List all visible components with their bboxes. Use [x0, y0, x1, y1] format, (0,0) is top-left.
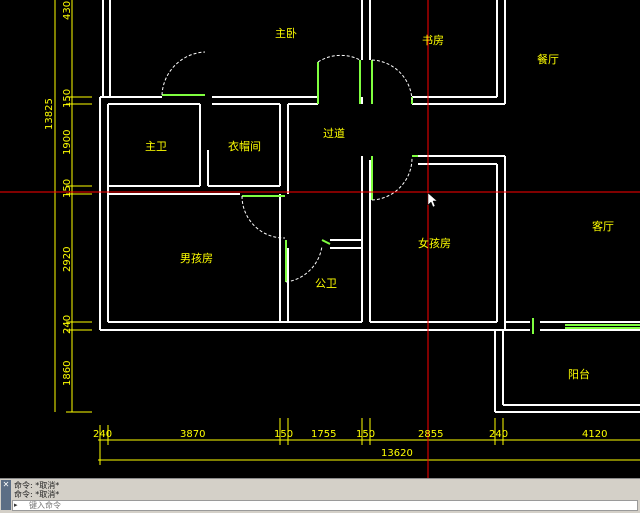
- close-icon[interactable]: ✕: [1, 480, 11, 510]
- floor-plan: 主卧 书房 餐厅 主卫 衣帽间 过道 男孩房 女孩房 客厅 公卫 阳台 430 …: [0, 0, 640, 478]
- room-label: 客厅: [592, 219, 614, 233]
- room-label: 男孩房: [180, 252, 213, 265]
- door-swings: [161, 51, 413, 283]
- room-label: 餐厅: [537, 52, 559, 66]
- walls: [99, 0, 640, 413]
- doors: [162, 60, 640, 334]
- dimension-text: 1755: [311, 429, 336, 440]
- dimension-lines: [54, 0, 640, 465]
- crosshair: [0, 0, 640, 478]
- room-label: 主卫: [145, 140, 167, 153]
- mouse-cursor-icon: [427, 192, 438, 208]
- dimension-text: 2855: [418, 429, 443, 440]
- dimension-text: 13825: [44, 98, 55, 130]
- dimension-text: 1900: [62, 130, 73, 155]
- command-history-line: 命令: *取消*: [14, 481, 60, 490]
- room-label: 阳台: [568, 367, 590, 381]
- room-label: 衣帽间: [228, 139, 261, 153]
- dimension-text: 2920: [62, 247, 73, 272]
- dimension-text: 150: [356, 429, 375, 440]
- dimension-text: 150: [62, 89, 73, 108]
- command-history-line: 命令: *取消*: [14, 490, 60, 499]
- dimension-text: 430: [62, 1, 73, 20]
- command-input[interactable]: 键入命令: [12, 500, 638, 511]
- dimension-text: 240: [93, 429, 112, 440]
- dimension-text: 150: [274, 429, 293, 440]
- dimension-text: 150: [62, 179, 73, 198]
- room-label: 书房: [422, 34, 444, 47]
- room-label: 公卫: [315, 277, 337, 290]
- dimension-text: 1860: [62, 361, 73, 386]
- dimension-text: 3870: [180, 429, 205, 440]
- dimension-text: 13620: [381, 448, 413, 459]
- room-label: 主卧: [275, 27, 297, 40]
- dimension-text: 240: [489, 429, 508, 440]
- dimension-text: 240: [62, 315, 73, 334]
- prompt-icon: ▸: [14, 501, 18, 509]
- room-label: 女孩房: [418, 236, 451, 250]
- drawing-canvas[interactable]: 主卧 书房 餐厅 主卫 衣帽间 过道 男孩房 女孩房 客厅 公卫 阳台 430 …: [0, 0, 640, 478]
- room-label: 过道: [323, 126, 345, 140]
- dimension-text: 4120: [582, 429, 607, 440]
